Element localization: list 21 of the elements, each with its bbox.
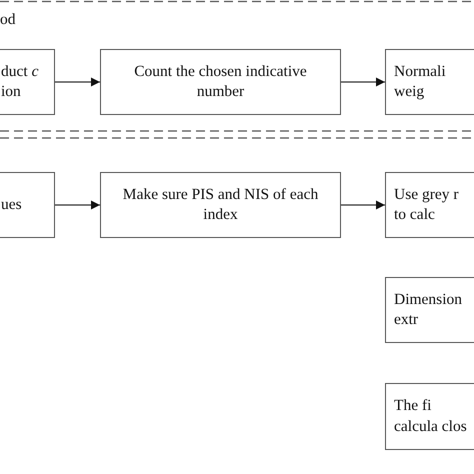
process-box — [100, 49, 341, 115]
arrow — [54, 78, 100, 86]
step-text: Dimension extr — [394, 290, 464, 330]
arrow — [340, 200, 386, 210]
step-text: ues — [1, 194, 22, 215]
step-text: duct c ion — [1, 62, 40, 102]
process-box — [385, 383, 474, 450]
process-box — [100, 172, 341, 238]
step-text: Count the chosen indicative number — [133, 62, 308, 102]
process-box — [385, 49, 474, 115]
step-text: Use grey r to calc — [394, 184, 460, 225]
step-text: The fi calcula clos — [394, 396, 468, 436]
section-heading: od — [0, 11, 16, 29]
step-text: Make sure PIS and NIS of each index — [122, 184, 320, 225]
process-box — [385, 277, 474, 343]
process-box — [0, 49, 55, 115]
arrow — [54, 200, 100, 210]
process-box — [385, 172, 474, 238]
arrow — [340, 78, 386, 86]
step-text: Normali weig — [394, 62, 447, 102]
process-box — [0, 172, 55, 238]
